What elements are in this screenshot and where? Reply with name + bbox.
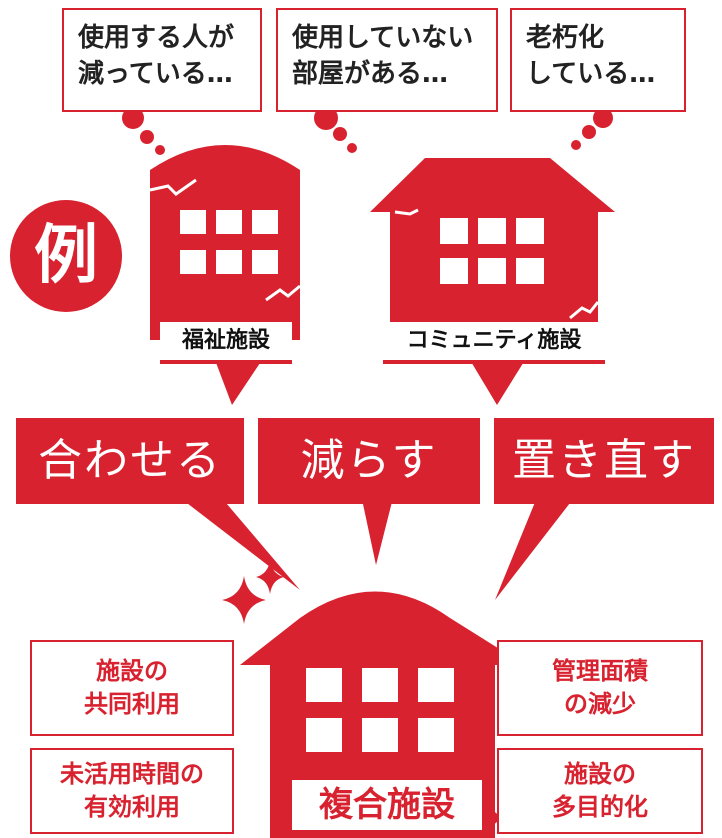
problem-bubble-1: 使用する人が 減っている… (62, 8, 262, 112)
example-badge: 例 (10, 200, 122, 312)
thought-dots-1 (122, 107, 165, 155)
problem-3-line2: している… (526, 59, 656, 89)
crack-marks (149, 178, 600, 320)
problem-2-line2: 部屋がある… (292, 59, 449, 89)
action-reduce: 減らす (258, 418, 480, 504)
benefit-multipurpose: 施設の 多目的化 (497, 748, 703, 834)
benefit-3-line2: 有効利用 (84, 793, 180, 821)
welfare-pointer (215, 360, 262, 405)
action-relocate: 置き直す (494, 418, 714, 504)
community-windows (440, 218, 544, 284)
welfare-building (150, 145, 300, 340)
sparkle-icon (470, 796, 506, 838)
community-pointer (470, 360, 525, 405)
benefit-1-line2: 共同利用 (84, 690, 180, 718)
benefit-2-line2: の減少 (564, 690, 636, 718)
benefit-area-reduction: 管理面積 の減少 (497, 640, 703, 736)
benefit-2-line1: 管理面積 (552, 657, 648, 685)
facility-label-community: コミュニティ施設 (383, 322, 605, 364)
thought-dots-2 (314, 106, 357, 153)
community-building (370, 158, 615, 340)
action-merge: 合わせる (16, 418, 244, 504)
problem-1-line2: 減っている… (78, 59, 233, 89)
facility-label-welfare: 福祉施設 (160, 322, 292, 364)
benefit-shared-use: 施設の 共同利用 (30, 640, 234, 736)
problem-1-line1: 使用する人が (78, 23, 235, 53)
composite-windows (306, 668, 454, 752)
welfare-windows (180, 210, 278, 274)
benefit-1-line1: 施設の (96, 657, 168, 685)
relocate-tail (495, 490, 580, 600)
benefit-3-line1: 未活用時間の (60, 760, 204, 788)
sparkle-icon (222, 576, 266, 624)
problem-2-line1: 使用していない (292, 23, 474, 53)
problem-3-line1: 老朽化 (526, 23, 605, 53)
benefit-4-line1: 施設の (564, 760, 636, 788)
problem-bubble-3: 老朽化 している… (510, 8, 686, 112)
benefit-idle-time-use: 未活用時間の 有効利用 (30, 748, 234, 834)
sparkle-icon (256, 560, 284, 594)
thought-dots-3 (571, 108, 613, 150)
composite-facility-label: 複合施設 (292, 780, 482, 830)
composite-building (240, 591, 525, 838)
reduce-tail (360, 490, 395, 565)
problem-bubble-2: 使用していない 部屋がある… (276, 8, 498, 112)
benefit-4-line2: 多目的化 (552, 793, 648, 821)
merge-tail (170, 490, 300, 590)
